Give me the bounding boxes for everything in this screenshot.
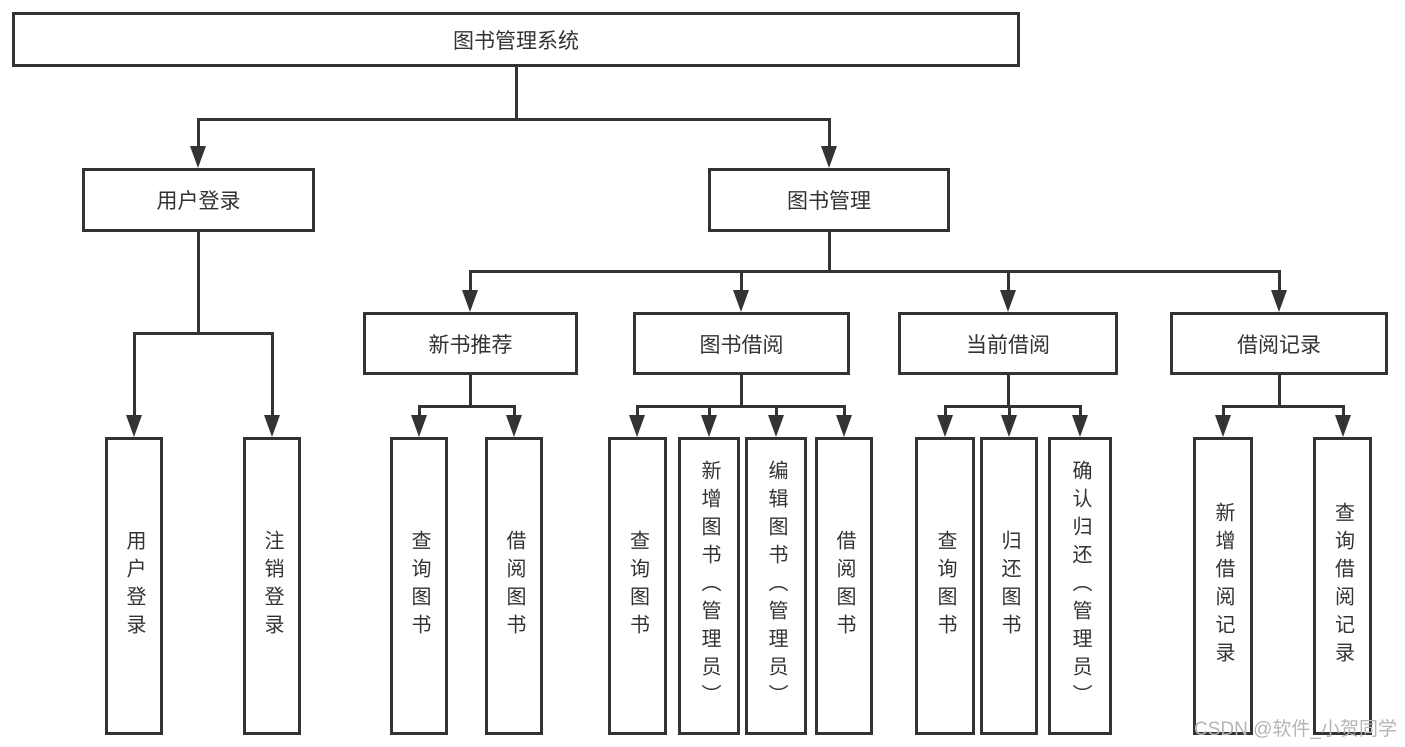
leaf-newbook-borrow-book: 借阅图书 bbox=[485, 437, 543, 735]
leaf-borrow-borrow-book: 借阅图书 bbox=[815, 437, 873, 735]
leaf-borrow-edit-book-label: 编辑图书（管理员） bbox=[765, 460, 787, 712]
connector-to-leaf bbox=[775, 405, 778, 417]
watermark-text: CSDN @软件_小贺同学 bbox=[1194, 719, 1397, 740]
arrowhead-down-icon bbox=[768, 415, 784, 437]
node-root: 图书管理系统 bbox=[12, 12, 1020, 67]
node-book-mgmt-module: 图书管理 bbox=[708, 168, 950, 232]
node-current-borrow-module-label: 当前借阅 bbox=[966, 333, 1050, 357]
leaf-user-login: 用户登录 bbox=[105, 437, 163, 735]
connector-to-leaf bbox=[1079, 405, 1082, 417]
connector-to-leaf bbox=[944, 405, 947, 417]
connector-to-book-borrow bbox=[740, 270, 743, 292]
connector-user-login-rail bbox=[133, 332, 274, 335]
arrowhead-down-icon bbox=[937, 415, 953, 437]
connector-book-borrow-stub bbox=[740, 375, 743, 408]
node-user-login-module-label: 用户登录 bbox=[156, 190, 241, 213]
arrowhead-down-icon bbox=[836, 415, 852, 437]
arrowhead-down-icon bbox=[190, 146, 206, 168]
leaf-current-confirm-return: 确认归还（管理员） bbox=[1048, 437, 1112, 735]
connector-to-leaf bbox=[1342, 405, 1345, 417]
arrowhead-down-icon bbox=[126, 415, 142, 437]
arrowhead-down-icon bbox=[264, 415, 280, 437]
connector-to-borrow-record bbox=[1278, 270, 1281, 292]
connector-level2-rail bbox=[197, 118, 831, 121]
node-borrow-record-module-label: 借阅记录 bbox=[1237, 333, 1321, 357]
arrowhead-down-icon bbox=[411, 415, 427, 437]
connector-current-borrow-rail bbox=[944, 405, 1082, 408]
leaf-borrow-query-book-label: 查询图书 bbox=[626, 530, 649, 642]
connector-book-borrow-rail bbox=[636, 405, 846, 408]
connector-to-leaf bbox=[513, 405, 516, 417]
arrowhead-down-icon bbox=[1215, 415, 1231, 437]
leaf-logout: 注销登录 bbox=[243, 437, 301, 735]
connector-to-leaf bbox=[418, 405, 421, 417]
arrowhead-down-icon bbox=[701, 415, 717, 437]
arrowhead-down-icon bbox=[506, 415, 522, 437]
connector-borrow-record-rail bbox=[1222, 405, 1345, 408]
connector-new-book-rail bbox=[418, 405, 516, 408]
connector-to-leaf bbox=[636, 405, 639, 417]
arrowhead-down-icon bbox=[1335, 415, 1351, 437]
connector-borrow-record-stub bbox=[1278, 375, 1281, 408]
arrowhead-down-icon bbox=[733, 290, 749, 312]
leaf-record-add-record-label: 新增借阅记录 bbox=[1212, 502, 1234, 670]
connector-book-mgmt-stub bbox=[828, 232, 831, 273]
arrowhead-down-icon bbox=[629, 415, 645, 437]
node-book-borrow-module-label: 图书借阅 bbox=[699, 333, 784, 357]
node-root-label: 图书管理系统 bbox=[453, 29, 579, 53]
leaf-user-login-label: 用户登录 bbox=[123, 530, 145, 642]
leaf-current-return-book-label: 归还图书 bbox=[998, 530, 1020, 642]
leaf-record-add-record: 新增借阅记录 bbox=[1193, 437, 1253, 735]
arrowhead-down-icon bbox=[462, 290, 478, 312]
leaf-borrow-query-book: 查询图书 bbox=[608, 437, 667, 735]
leaf-current-confirm-return-label: 确认归还（管理员） bbox=[1069, 460, 1091, 712]
connector-to-leaf-logout bbox=[271, 332, 274, 417]
arrowhead-down-icon bbox=[1000, 290, 1016, 312]
leaf-logout-label: 注销登录 bbox=[261, 530, 283, 642]
leaf-borrow-edit-book: 编辑图书（管理员） bbox=[745, 437, 807, 735]
leaf-newbook-query-book: 查询图书 bbox=[390, 437, 448, 735]
connector-level3-rail bbox=[469, 270, 1281, 273]
leaf-record-query-record: 查询借阅记录 bbox=[1313, 437, 1372, 735]
leaf-borrow-borrow-book-label: 借阅图书 bbox=[833, 530, 855, 642]
connector-to-current-borrow bbox=[1007, 270, 1010, 292]
node-user-login-module: 用户登录 bbox=[82, 168, 315, 232]
node-new-book-module-label: 新书推荐 bbox=[428, 333, 513, 357]
node-book-borrow-module: 图书借阅 bbox=[633, 312, 850, 375]
connector-new-book-stub bbox=[469, 375, 472, 408]
connector-to-leaf-user-login bbox=[133, 332, 136, 417]
connector-to-new-book bbox=[469, 270, 472, 292]
leaf-newbook-query-book-label: 查询图书 bbox=[408, 530, 430, 642]
connector-to-leaf bbox=[1222, 405, 1225, 417]
connector-root-stub bbox=[515, 67, 518, 118]
leaf-borrow-add-book-label: 新增图书（管理员） bbox=[698, 460, 720, 712]
arrowhead-down-icon bbox=[1072, 415, 1088, 437]
arrowhead-down-icon bbox=[821, 146, 837, 168]
leaf-record-query-record-label: 查询借阅记录 bbox=[1331, 502, 1354, 670]
leaf-newbook-borrow-book-label: 借阅图书 bbox=[503, 530, 525, 642]
node-new-book-module: 新书推荐 bbox=[363, 312, 578, 375]
connector-to-leaf bbox=[708, 405, 711, 417]
connector-to-leaf bbox=[843, 405, 846, 417]
leaf-current-query-book-label: 查询图书 bbox=[934, 530, 956, 642]
arrowhead-down-icon bbox=[1001, 415, 1017, 437]
node-book-mgmt-module-label: 图书管理 bbox=[787, 190, 871, 213]
connector-to-user-login bbox=[197, 118, 200, 148]
connector-current-borrow-stub bbox=[1007, 375, 1010, 408]
leaf-borrow-add-book: 新增图书（管理员） bbox=[678, 437, 740, 735]
leaf-current-query-book: 查询图书 bbox=[915, 437, 975, 735]
connector-to-leaf bbox=[1008, 405, 1011, 417]
connector-to-book-mgmt bbox=[828, 118, 831, 148]
arrowhead-down-icon bbox=[1271, 290, 1287, 312]
leaf-current-return-book: 归还图书 bbox=[980, 437, 1038, 735]
node-current-borrow-module: 当前借阅 bbox=[898, 312, 1118, 375]
node-borrow-record-module: 借阅记录 bbox=[1170, 312, 1388, 375]
connector-user-login-stub bbox=[197, 232, 200, 335]
